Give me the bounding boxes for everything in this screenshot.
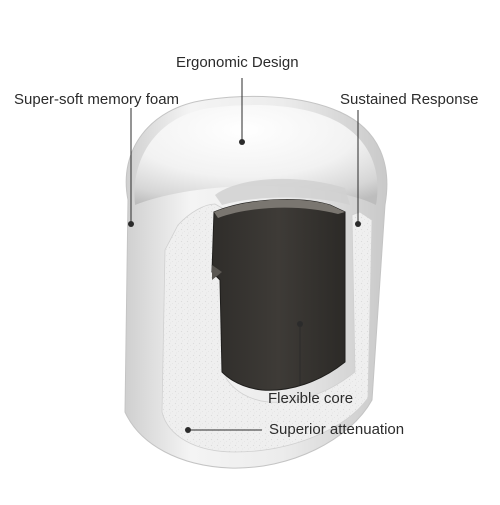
foam-dome bbox=[134, 104, 378, 205]
leader-ergonomic-design bbox=[239, 78, 245, 145]
leader-superior-attenuation bbox=[185, 427, 262, 433]
label-sustained-response: Sustained Response bbox=[340, 91, 479, 108]
core-notch bbox=[212, 265, 222, 280]
leader-flexible-core bbox=[297, 321, 303, 385]
label-ergonomic-design: Ergonomic Design bbox=[176, 54, 299, 71]
label-superior-attenuation: Superior attenuation bbox=[269, 421, 405, 438]
leader-super-soft-foam bbox=[128, 108, 134, 227]
label-flexible-core: Flexible core bbox=[268, 390, 354, 407]
leader-sustained-response bbox=[355, 110, 361, 227]
flexible-core bbox=[211, 199, 346, 391]
core-top-edge bbox=[214, 199, 345, 218]
inner-rim bbox=[215, 178, 350, 205]
label-super-soft-memory-foam: Super-soft memory foam bbox=[14, 91, 180, 108]
